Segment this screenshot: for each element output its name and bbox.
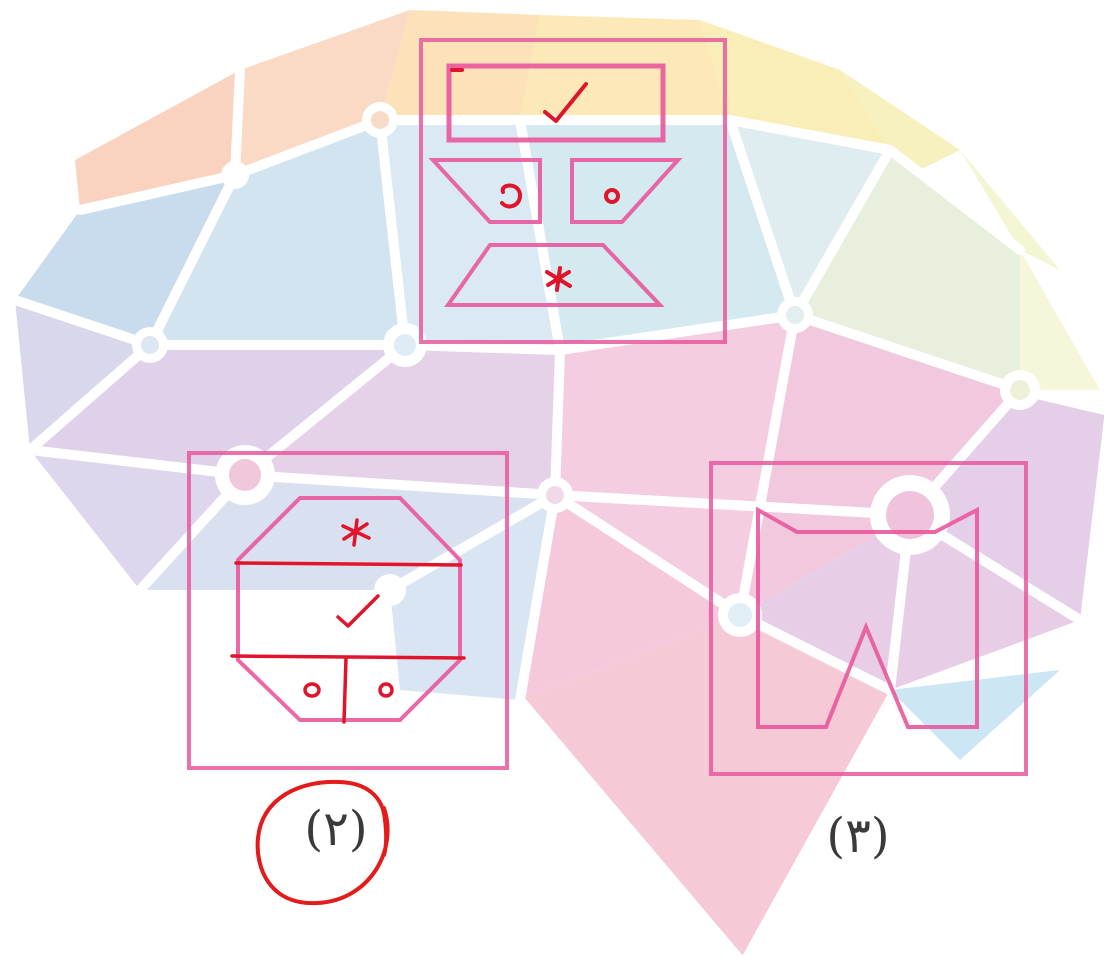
brain-facet [960,150,1060,270]
check-mark-icon [543,82,588,123]
option-2-figure[interactable] [187,451,509,770]
brain-node-centers [141,111,1030,627]
brain-facet [520,495,740,700]
star-mark-icon [545,266,572,292]
option-2-frame [187,451,509,770]
brain-facet [910,390,1105,620]
option-2-annotations [230,518,466,724]
check-mark-icon [336,594,380,628]
option-3-shape [756,506,979,729]
brain-background [10,10,1107,963]
zero-mark-icon [500,183,522,209]
option-top-rectangle [446,63,666,143]
brain-facet [700,20,890,150]
star-mark-icon [341,518,371,547]
brain-facet [840,70,960,180]
option-top-frame [419,38,727,344]
option-3-label: (٣) [826,808,889,864]
brain-facet [75,70,240,210]
brain-facet [245,345,560,495]
option-top-bottom-trapezoid [444,243,665,307]
brain-facet [390,495,555,700]
option-top-figure[interactable] [419,38,727,344]
lower-divider-line [230,654,466,660]
brain-facet [1020,250,1100,390]
zero-mark-icon [378,682,394,698]
zero-mark-icon [604,188,620,204]
brain-facet [380,120,560,350]
brain-facet [235,10,410,175]
option-2-label: (٢) [304,801,367,857]
zero-mark-icon [303,682,321,698]
option-top-right-trapezoid [570,158,683,224]
answer-selection-circle [255,779,390,906]
option-top-annotations [450,68,620,292]
brain-facet [555,315,795,615]
option-2-octagon [236,496,462,722]
brain-facet [730,120,890,315]
vertical-divider-line [342,656,348,724]
brain-facet [30,345,405,475]
option-3-figure[interactable] [709,461,1028,776]
option-top-left-trapezoid [428,158,542,224]
brain-facet [740,515,1080,690]
brain-facet [150,120,405,345]
brain-facet [15,175,235,345]
option-3-frame [709,461,1028,776]
brain-facet [30,450,245,590]
brain-facet [520,615,890,960]
upper-divider-line [234,561,463,567]
